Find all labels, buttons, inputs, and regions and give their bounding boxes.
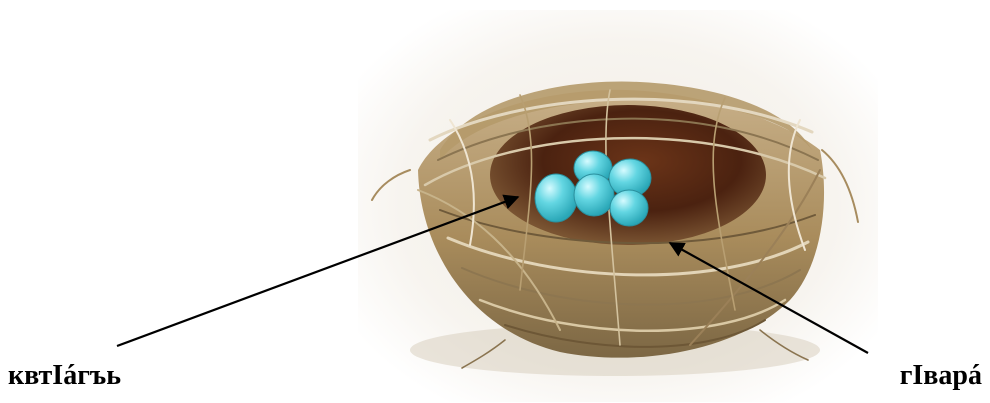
egg [535,174,577,222]
label-egg: квтӀáгъь [8,362,121,390]
egg [574,174,614,216]
egg [610,190,648,226]
label-nest: гӀвapá [900,362,982,390]
